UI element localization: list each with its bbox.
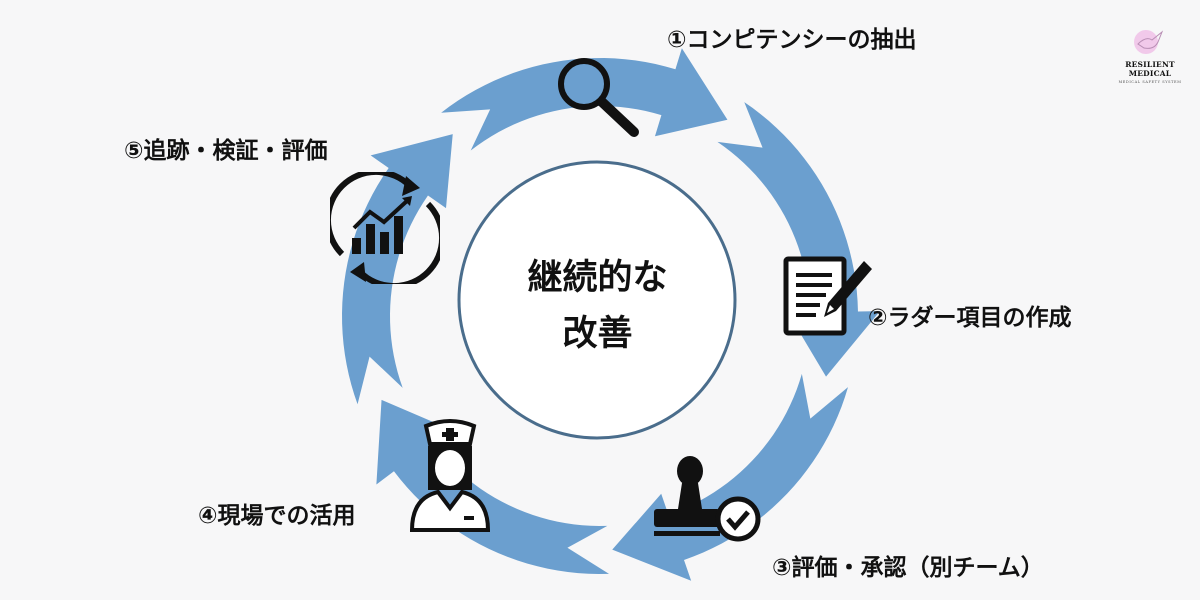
magnifier-icon (558, 58, 639, 137)
step-1-label: ①コンピテンシーの抽出 (667, 27, 917, 53)
step-4-label: ④現場での活用 (198, 503, 356, 529)
center-line-1: 継続的な (527, 258, 668, 298)
cycle-arrow-4 (376, 399, 610, 574)
cycle-arrow-5 (342, 134, 453, 405)
brand-logo: RESILIENT MEDICAL MEDICAL SAFETY SYSTEM (1105, 28, 1195, 84)
nurse-icon (409, 419, 491, 532)
stamp-check-icon (654, 456, 761, 542)
center-circle (457, 160, 737, 440)
cycle-arrow-3 (612, 373, 849, 581)
logo-title: RESILIENT MEDICAL (1125, 60, 1175, 78)
document-pencil-icon (783, 256, 872, 336)
center-text: 継続的な 改善 (460, 250, 735, 362)
step-3-label: ③評価・承認（別チーム） (772, 555, 1044, 581)
chart-cycle-icon (330, 172, 440, 284)
cycle-arrow-1 (441, 48, 728, 151)
step-5-label: ⑤追跡・検証・評価 (124, 138, 328, 164)
center-line-2: 改善 (562, 314, 633, 354)
step-2-label: ②ラダー項目の作成 (868, 305, 1072, 331)
logo-subtitle: MEDICAL SAFETY SYSTEM (1118, 80, 1182, 84)
dove-icon (1134, 30, 1164, 54)
